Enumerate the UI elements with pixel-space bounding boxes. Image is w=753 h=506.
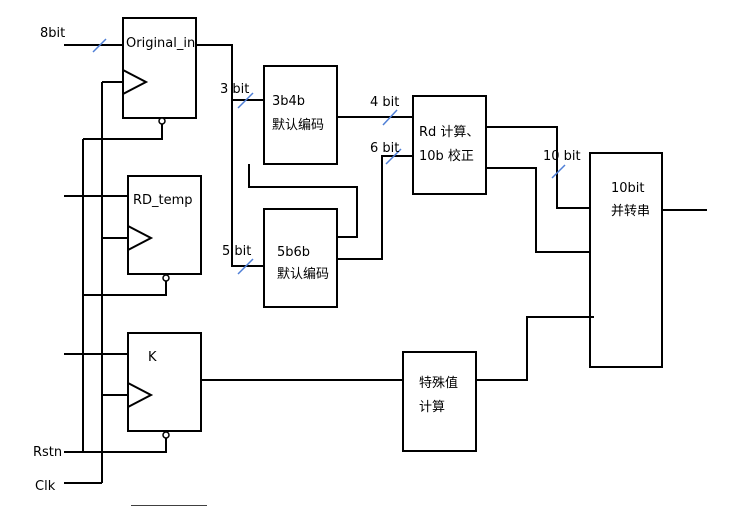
- wire-rst-orig: [83, 124, 163, 140]
- signal-label-clk: Clk: [35, 479, 56, 494]
- wire-crossover-a: [248, 164, 358, 238]
- label-special-line1: 特殊值: [419, 376, 459, 391]
- reset-bubble-k: [162, 431, 170, 439]
- block-special: [402, 351, 477, 452]
- wire-rst-rdtemp: [83, 281, 167, 296]
- bus-slash-4bit: [382, 109, 398, 126]
- bus-slash-10bit: [551, 164, 566, 179]
- label-serializer-line1: 10bit: [611, 181, 645, 196]
- wire-rd-feedback: [486, 167, 590, 253]
- block-3b4b: [263, 65, 338, 165]
- wire-10bit: [486, 126, 590, 209]
- signal-label-8bit: 8bit: [40, 26, 66, 41]
- clock-marker-k: [127, 382, 154, 408]
- reset-bubble-rd-temp: [162, 274, 170, 282]
- wire-original-out: [196, 44, 264, 101]
- wire-6bit: [337, 155, 413, 260]
- signal-label-5bit: 5 bit: [222, 244, 252, 259]
- block-original-in: [122, 17, 197, 119]
- label-rd-temp: RD_temp: [133, 193, 193, 208]
- signal-label-10bit: 10 bit: [543, 149, 581, 164]
- block-k: [127, 332, 202, 432]
- block-rd-calc: [412, 95, 487, 195]
- signal-label-rstn: Rstn: [33, 445, 63, 460]
- label-3b4b-line2: 默认编码: [272, 118, 325, 133]
- label-5b6b-line1: 5b6b: [277, 245, 311, 260]
- label-special-line2: 计算: [419, 400, 446, 415]
- bus-slash-3bit: [237, 92, 254, 109]
- bus-slash-8bit: [92, 38, 107, 53]
- label-rd-calc-line1: Rd 计算、: [419, 125, 480, 140]
- block-rd-temp: [127, 175, 202, 275]
- clock-marker-rd-temp: [127, 225, 154, 251]
- signal-label-3bit: 3 bit: [220, 82, 250, 97]
- label-serializer-line2: 并转串: [611, 204, 651, 219]
- signal-label-6bit: 6 bit: [370, 141, 400, 156]
- reset-bubble-original: [158, 117, 166, 125]
- block-serializer: [589, 152, 663, 368]
- wire-special-out: [476, 316, 594, 381]
- label-5b6b-line2: 默认编码: [277, 267, 330, 282]
- bus-slash-5bit: [237, 258, 254, 275]
- label-rd-calc-line2: 10b 校正: [419, 149, 474, 164]
- clock-marker-original: [122, 69, 149, 95]
- wire-rst-k: [64, 438, 167, 453]
- wire-5bit: [231, 100, 264, 267]
- label-3b4b-line1: 3b4b: [272, 94, 306, 109]
- bus-slash-6bit: [385, 148, 402, 165]
- label-k: K: [148, 350, 157, 365]
- label-original-in: Original_in: [126, 36, 196, 51]
- signal-label-4bit: 4 bit: [370, 95, 400, 110]
